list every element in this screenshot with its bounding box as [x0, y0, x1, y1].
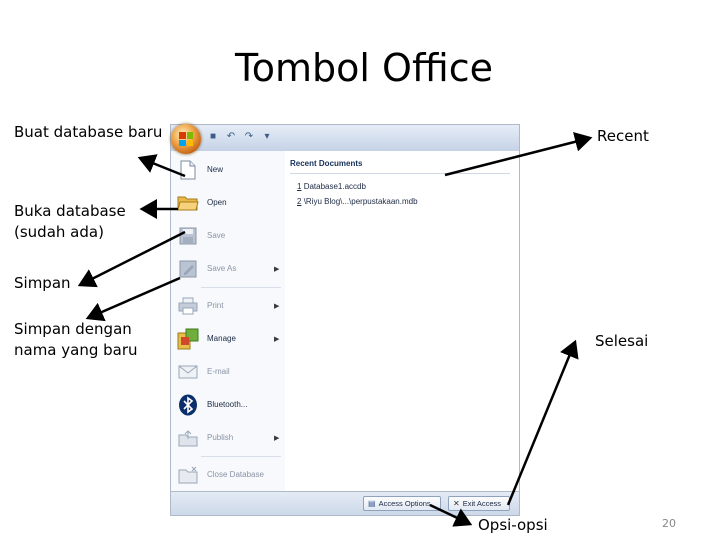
annotation-buat-database-baru: Buat database baru [14, 123, 163, 141]
recent-document-item[interactable]: 2 \Riyu Blog\...\perpustakaan.mdb [297, 197, 418, 206]
menu-item-save-as[interactable]: Save As ▶ [171, 252, 285, 285]
annotation-selesai: Selesai [595, 332, 649, 350]
recent-document-number: 1 [297, 182, 302, 191]
recent-divider [290, 173, 510, 174]
submenu-arrow-icon: ▶ [274, 265, 280, 273]
redo-icon[interactable]: ↷ [244, 130, 254, 142]
menu-item-open[interactable]: Open [171, 186, 285, 219]
menu-divider [201, 456, 281, 457]
open-folder-icon [177, 192, 199, 214]
save-icon[interactable]: ■ [209, 130, 217, 142]
annotation-simpan-dengan-line1: Simpan dengan [14, 320, 132, 338]
menu-label-save-as: Save As [207, 264, 237, 273]
menu-item-publish[interactable]: Publish ▶ [171, 421, 285, 454]
menu-item-email[interactable]: E-mail [171, 355, 285, 388]
annotation-simpan-dengan-line2: nama yang baru [14, 341, 138, 359]
menu-divider [201, 287, 281, 288]
quick-access-toolbar: ■ ↶ ↷ ▾ [207, 130, 273, 142]
submenu-arrow-icon: ▶ [274, 302, 280, 310]
recent-documents-heading: Recent Documents [290, 159, 363, 168]
office-logo-icon [179, 132, 193, 146]
menu-label-print: Print [207, 301, 224, 310]
recent-document-name: Database1.accdb [303, 182, 366, 191]
annotation-recent: Recent [597, 127, 649, 145]
menu-item-close-database[interactable]: Close Database [171, 458, 285, 491]
manage-icon [177, 328, 199, 350]
recent-documents-panel: Recent Documents 1 Database1.accdb 2 \Ri… [285, 151, 519, 491]
annotation-buka-database-line2: (sudah ada) [14, 223, 104, 241]
menu-label-close-database: Close Database [207, 470, 264, 479]
menu-label-save: Save [207, 231, 226, 240]
menu-label-bluetooth: Bluetooth... [207, 400, 248, 409]
exit-access-button[interactable]: ✕ Exit Access [448, 496, 510, 511]
publish-icon [177, 427, 199, 449]
annotation-simpan: Simpan [14, 274, 71, 292]
email-icon [177, 361, 199, 383]
access-options-button[interactable]: ▤ Access Options [363, 496, 441, 511]
office-menu-window: ■ ↶ ↷ ▾ New Open Save [170, 124, 520, 516]
title-bar: ■ ↶ ↷ ▾ [171, 125, 519, 152]
office-menu-list: New Open Save Save As ▶ Print [171, 151, 286, 491]
slide-title: Tombol Office [235, 46, 493, 90]
annotation-opsi-opsi: Opsi-opsi [478, 516, 548, 534]
save-disk-icon [177, 225, 199, 247]
menu-label-new: New [207, 165, 224, 174]
menu-item-manage[interactable]: Manage ▶ [171, 322, 285, 355]
print-icon [177, 295, 199, 317]
submenu-arrow-icon: ▶ [274, 335, 280, 343]
submenu-arrow-icon: ▶ [274, 434, 280, 442]
menu-label-manage: Manage [207, 334, 236, 343]
recent-document-name: \Riyu Blog\...\perpustakaan.mdb [303, 197, 418, 206]
bluetooth-icon [177, 394, 199, 416]
close-database-icon [177, 464, 199, 486]
chevron-down-icon[interactable]: ▾ [264, 130, 270, 142]
office-menu-bottom-bar: ▤ Access Options ✕ Exit Access [171, 491, 519, 515]
new-document-icon [177, 159, 199, 181]
menu-label-publish: Publish [207, 433, 234, 442]
menu-item-bluetooth[interactable]: Bluetooth... [171, 388, 285, 421]
office-button[interactable] [171, 124, 201, 154]
exit-access-label: Exit Access [462, 499, 502, 508]
save-as-icon [177, 258, 199, 280]
menu-label-email: E-mail [207, 367, 230, 376]
annotation-buka-database-line1: Buka database [14, 202, 126, 220]
menu-label-open: Open [207, 198, 227, 207]
recent-document-number: 2 [297, 197, 302, 206]
close-icon: ✕ [453, 499, 460, 508]
menu-item-print[interactable]: Print ▶ [171, 289, 285, 322]
slide-number: 20 [662, 517, 676, 530]
menu-item-new[interactable]: New [171, 153, 285, 186]
undo-icon[interactable]: ↶ [226, 130, 236, 142]
access-options-label: Access Options [378, 499, 431, 508]
options-icon: ▤ [368, 499, 376, 508]
arrow-to-save-as [85, 276, 181, 322]
menu-item-save[interactable]: Save [171, 219, 285, 252]
recent-document-item[interactable]: 1 Database1.accdb [297, 182, 366, 191]
